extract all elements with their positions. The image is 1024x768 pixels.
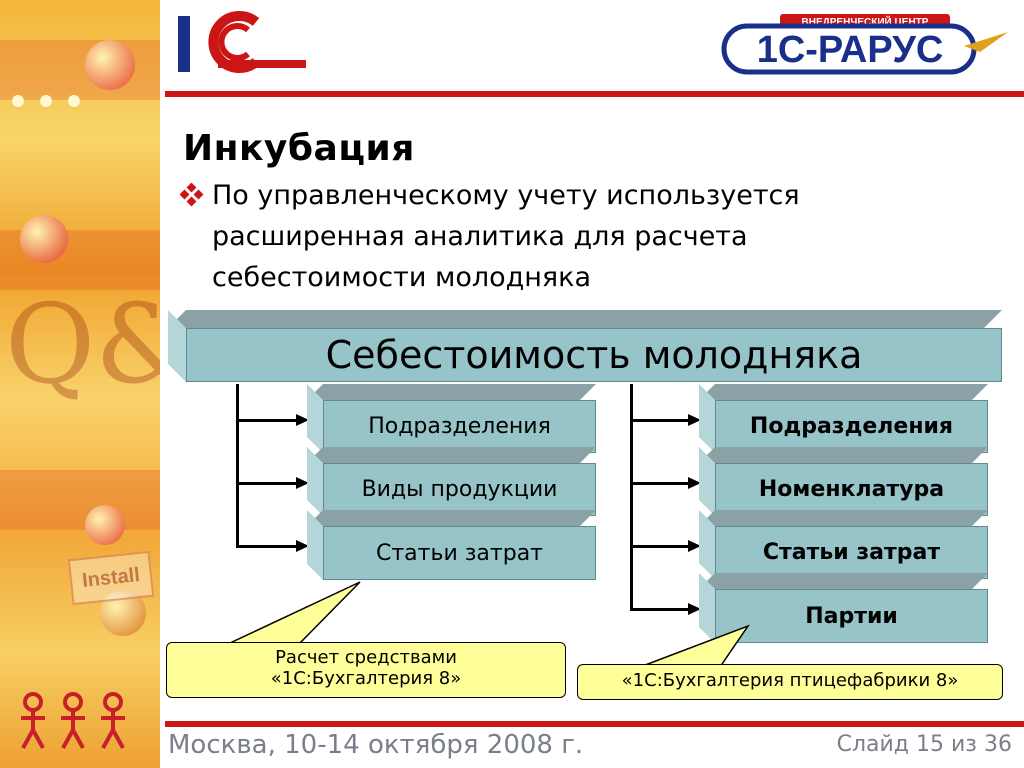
right-item-nomenclature: Номенклатура <box>699 447 988 516</box>
arrow-icon <box>296 477 309 489</box>
1c-logo <box>178 11 306 73</box>
left-item-subdivisions: Подразделения <box>307 384 596 453</box>
arrow-icon <box>688 414 701 426</box>
right-item-cost-items: Статьи затрат <box>699 510 988 579</box>
main-box-label: Себестоимость молодняка <box>186 328 1002 382</box>
slide-title: Инкубация <box>183 128 415 169</box>
top-divider <box>165 91 1024 97</box>
people-figures-icon <box>21 692 125 749</box>
callout-pointers <box>229 581 750 668</box>
arrow-icon <box>688 603 701 615</box>
main-box: Себестоимость молодняка <box>168 310 1002 382</box>
bullet-text: По управленческому учету используется ра… <box>212 180 800 293</box>
arrow-icon <box>296 540 309 552</box>
footer-slide-number: Слайд 15 из 36 <box>836 732 1012 757</box>
right-item-subdivisions: Подразделения <box>699 384 988 453</box>
left-item-cost-items: Статьи затрат <box>307 510 596 580</box>
left-connector-vertical <box>236 384 239 548</box>
left-note-line2: «1С:Бухгалтерия 8» <box>270 668 462 689</box>
arrow-icon <box>688 540 701 552</box>
rarus-logo-text: 1С-РАРУС <box>757 29 944 71</box>
right-item-batches: Партии <box>699 573 988 643</box>
arrow-icon <box>296 414 309 426</box>
left-note-line1: Расчет средствами <box>275 647 457 668</box>
bottom-divider <box>165 721 1024 727</box>
diamond-bullet-icon <box>180 183 204 207</box>
arrow-icon <box>688 477 701 489</box>
decorative-side-strip: Q&A Install <box>0 0 160 768</box>
right-note-text: «1С:Бухгалтерия птицефабрики 8» <box>621 670 959 691</box>
install-watermark: Install <box>67 550 155 606</box>
right-connector-vertical <box>630 384 633 611</box>
left-note: Расчет средствами «1С:Бухгалтерия 8» <box>166 642 566 698</box>
1c-rarus-logo: ВНЕДРЕНЧЕСКИЙ ЦЕНТР 1С-РАРУС <box>721 14 1008 75</box>
footer-location-date: Москва, 10-14 октября 2008 г. <box>168 730 584 760</box>
right-note: «1С:Бухгалтерия птицефабрики 8» <box>577 664 1003 700</box>
left-item-product-types: Виды продукции <box>307 447 596 516</box>
qa-watermark: Q&A <box>5 280 160 408</box>
